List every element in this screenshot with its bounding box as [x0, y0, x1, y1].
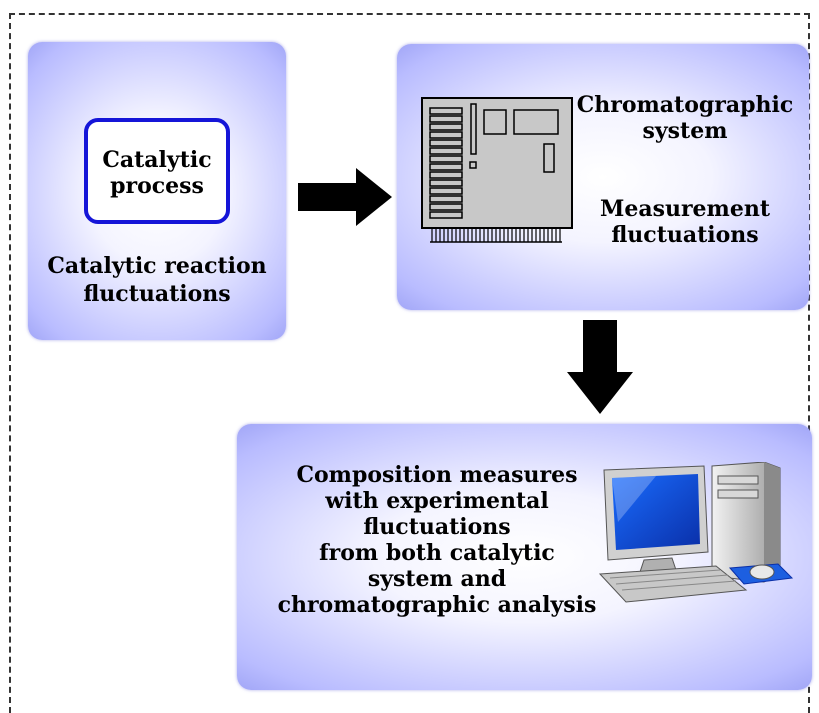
arrow-right-icon: [298, 168, 392, 226]
catalytic-process-label: Catalytic process: [102, 147, 212, 199]
desktop-computer-icon: [598, 462, 794, 603]
measurement-fluctuations-label: Measurement fluctuations: [599, 196, 770, 248]
dashed-frame: [9, 13, 810, 713]
catalytic-reaction-label: Catalytic reaction fluctuations: [47, 253, 267, 307]
catalytic-process-box: [84, 118, 230, 224]
chromatograph-device-icon: [421, 97, 573, 243]
composition-measures-label: Composition measures with experimental f…: [277, 462, 597, 618]
chromatographic-system-label: Chromatographic system: [576, 92, 794, 144]
arrow-down-icon: [567, 320, 633, 414]
